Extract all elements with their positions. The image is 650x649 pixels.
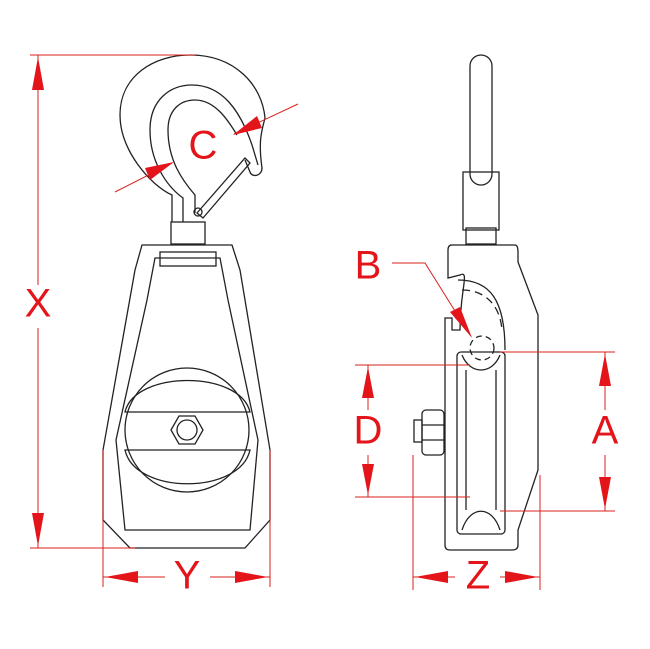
label-d: D [354,409,383,453]
dimension-c: C [114,103,299,193]
dimension-y: Y [102,450,271,598]
dimension-d: D [354,364,470,498]
label-c: C [189,124,218,168]
label-x: X [25,282,52,326]
front-view-pulley [102,54,271,549]
shackle [462,54,500,245]
label-b: B [355,244,382,288]
label-y: Y [174,554,201,598]
side-view-pulley [413,54,539,551]
dimension-a: A [500,351,619,512]
side-body [444,244,539,551]
label-z: Z [466,554,490,598]
label-a: A [592,409,619,453]
axle-nut [170,415,204,445]
side-nut [413,409,445,456]
dimension-z: Z [412,455,541,598]
dimension-x: X [25,54,195,549]
hook [119,54,266,245]
block-body [102,244,271,549]
dimension-b: B [355,244,472,338]
